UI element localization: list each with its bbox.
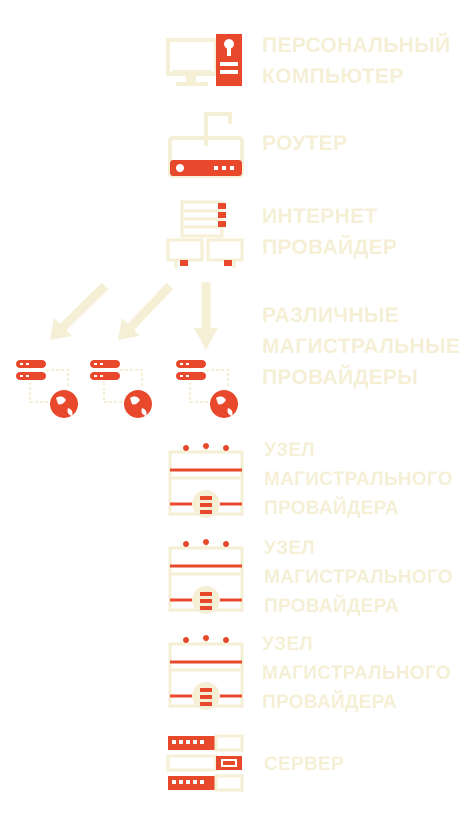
label-internet-provider: ИНТЕРНЕТ ПРОВАЙДЕР [262, 201, 397, 263]
computer-icon [166, 34, 242, 86]
router-icon [168, 112, 244, 178]
backbone-node-icon [168, 635, 244, 710]
label-line: ПРОВАЙДЕРА [264, 596, 399, 617]
label-backbone-node-3: УЗЕЛ МАГИСТРАЛЬНОГО ПРОВАЙДЕРА [262, 630, 451, 717]
label-line: МАГИСТРАЛЬНОГО [262, 663, 451, 684]
arrow-icon [50, 282, 109, 340]
internet-provider-icon [166, 200, 244, 268]
label-backbone-node-1: УЗЕЛ МАГИСТРАЛЬНОГО ПРОВАЙДЕРА [264, 436, 453, 523]
label-line: ПРОВАЙДЕРА [264, 498, 399, 519]
label-line: МАГИСТРАЛЬНОГО [264, 567, 453, 588]
backbone-node-icon [168, 443, 244, 518]
label-backbone-node-2: УЗЕЛ МАГИСТРАЛЬНОГО ПРОВАЙДЕРА [264, 534, 453, 621]
label-line: ПЕРСОНАЛЬНЫЙ [262, 34, 451, 57]
label-line: КОМПЬЮТЕР [262, 65, 404, 88]
label-line: МАГИСТРАЛЬНЫЕ [262, 335, 461, 358]
label-line: РОУТЕР [262, 132, 348, 155]
label-server: СЕРВЕР [264, 750, 344, 779]
label-personal-computer: ПЕРСОНАЛЬНЫЙ КОМПЬЮТЕР [262, 30, 450, 92]
backbone-provider-icon [176, 360, 238, 418]
arrow-icon [194, 282, 218, 350]
label-line: СЕРВЕР [264, 754, 344, 775]
backbone-node-icon [168, 539, 244, 614]
label-line: УЗЕЛ [264, 440, 315, 461]
label-line: УЗЕЛ [262, 634, 313, 655]
label-line: УЗЕЛ [264, 538, 315, 559]
label-router: РОУТЕР [262, 128, 347, 159]
label-line: МАГИСТРАЛЬНОГО [264, 469, 453, 490]
label-line: ПРОВАЙДЕРЫ [262, 366, 419, 389]
label-backbone-providers: РАЗЛИЧНЫЕ МАГИСТРАЛЬНЫЕ ПРОВАЙДЕРЫ [262, 300, 460, 393]
server-icon [166, 734, 244, 792]
backbone-provider-icon [90, 360, 152, 418]
label-line: ИНТЕРНЕТ [262, 205, 378, 228]
backbone-provider-icon [16, 360, 78, 418]
arrow-icon [118, 282, 174, 340]
label-line: ПРОВАЙДЕР [262, 236, 398, 259]
label-line: ПРОВАЙДЕРА [262, 692, 397, 713]
label-line: РАЗЛИЧНЫЕ [262, 304, 399, 327]
